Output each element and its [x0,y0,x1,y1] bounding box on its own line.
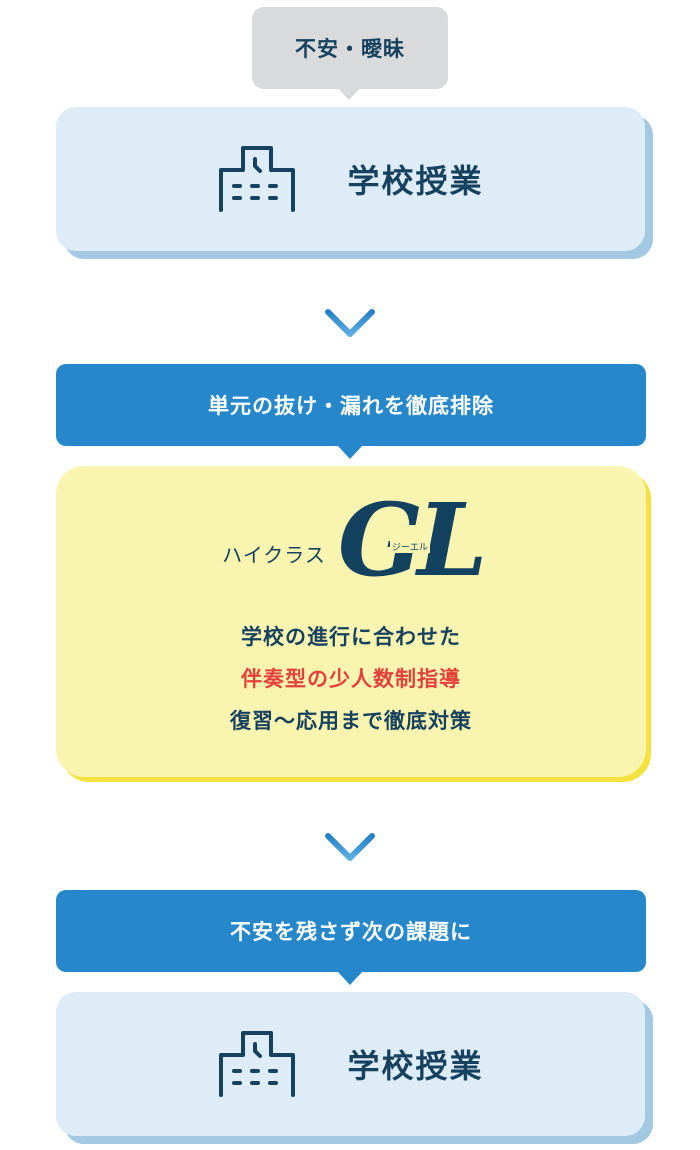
brand-ruby: ジーエル [389,540,430,553]
start-bubble-label: 不安・曖昧 [295,37,405,61]
school-class-label: 学校授業 [347,1047,484,1085]
step-banner-2-label: 不安を残さず次の課題に [230,920,472,944]
step-banner-1-label: 単元の抜け・漏れを徹底排除 [208,394,494,418]
start-bubble: 不安・曖昧 [252,7,448,89]
feature-line-1: 学校の進行に合わせた [241,625,461,649]
brand-prefix: ハイクラス [222,542,326,567]
start-bubble-tail [338,88,360,100]
step-banner-1: 単元の抜け・漏れを徹底排除 [56,364,646,446]
school-building-icon [219,1031,296,1097]
school-class-label: 学校授業 [347,162,484,200]
feature-line-3: 復習〜応用まで徹底対策 [230,709,472,733]
step-banner-2: 不安を残さず次の課題に [56,890,646,972]
school-building-icon [219,146,296,212]
brand-lockup: ハイクラス GL ジーエル [56,490,646,596]
feature-line-2-highlight: 伴奏型の少人数制指導 [241,667,461,691]
arrow-down-icon [325,279,375,337]
school-class-card-bottom: 学校授業 [56,992,645,1136]
brand-logo: GL ジーエル [338,490,488,596]
feature-card: ハイクラス GL ジーエル 学校の進行に合わせた 伴奏型の少人数制指導 復習〜応… [56,466,646,777]
step-banner-1-tail [337,445,363,459]
feature-description: 学校の進行に合わせた 伴奏型の少人数制指導 復習〜応用まで徹底対策 [56,616,646,742]
school-class-card-top: 学校授業 [56,107,645,251]
arrow-down-icon [325,803,375,861]
step-banner-2-tail [337,971,363,985]
